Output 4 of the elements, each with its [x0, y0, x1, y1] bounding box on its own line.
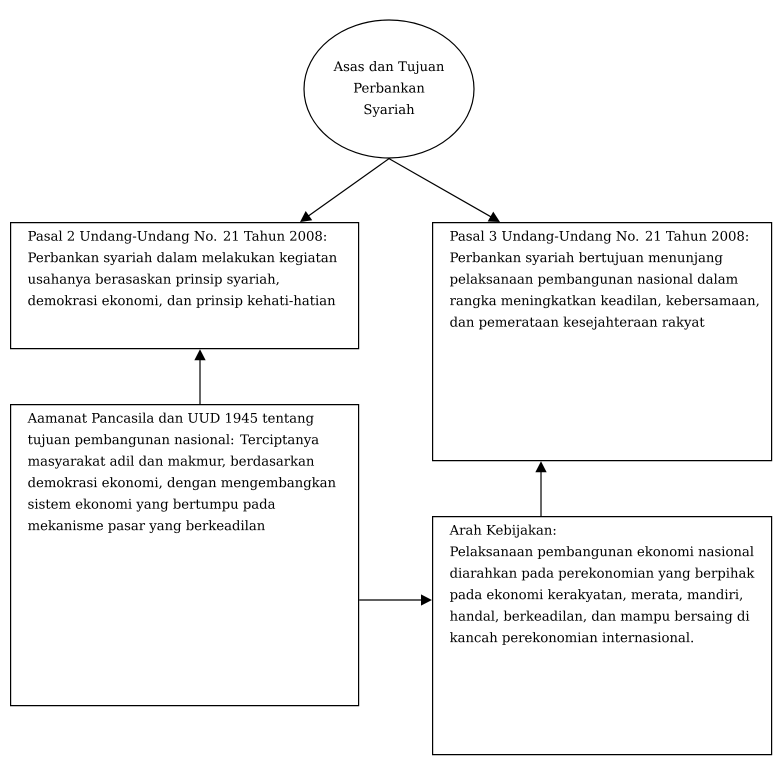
text-box: Pasal 2 Undang-Undang No. 21 Tahun 2008: Perbankan syariah dalam melakukan kegiatan usahanya berasaskan prinsip syariah, demokrasi ekonomi, dan prinsip kehati-hatian [10, 222, 360, 350]
text-box: Aamanat Pancasila dan UUD 1945 tentang tujuan pembangunan nasional: Terciptanya masyarakat adil dan makmur, berdasarkan demokrasi ekonomi, dengan mengembangkan sistem ekonomi yang bertumpu pada mekanisme pasar yang berkeadilan [10, 404, 360, 706]
text-box: Pasal 3 Undang-Undang No. 21 Tahun 2008: Perbankan syariah bertujuan menunjang pelaksanaan pembangunan nasional dalam rangka meningkatkan keadilan, kebersamaan, dan pemerataan kesejahteraan rakyat [432, 222, 772, 462]
text-box: Arah Kebijakan: Pelaksanaan pembangunan ekonomi nasional diarahkan pada perekonomian yang berpihak pada ekonomi kerakyatan, merata, mandiri, handal, berkeadilan, dan mampu bersaing di kancah perekonomian internasional. [432, 516, 772, 756]
